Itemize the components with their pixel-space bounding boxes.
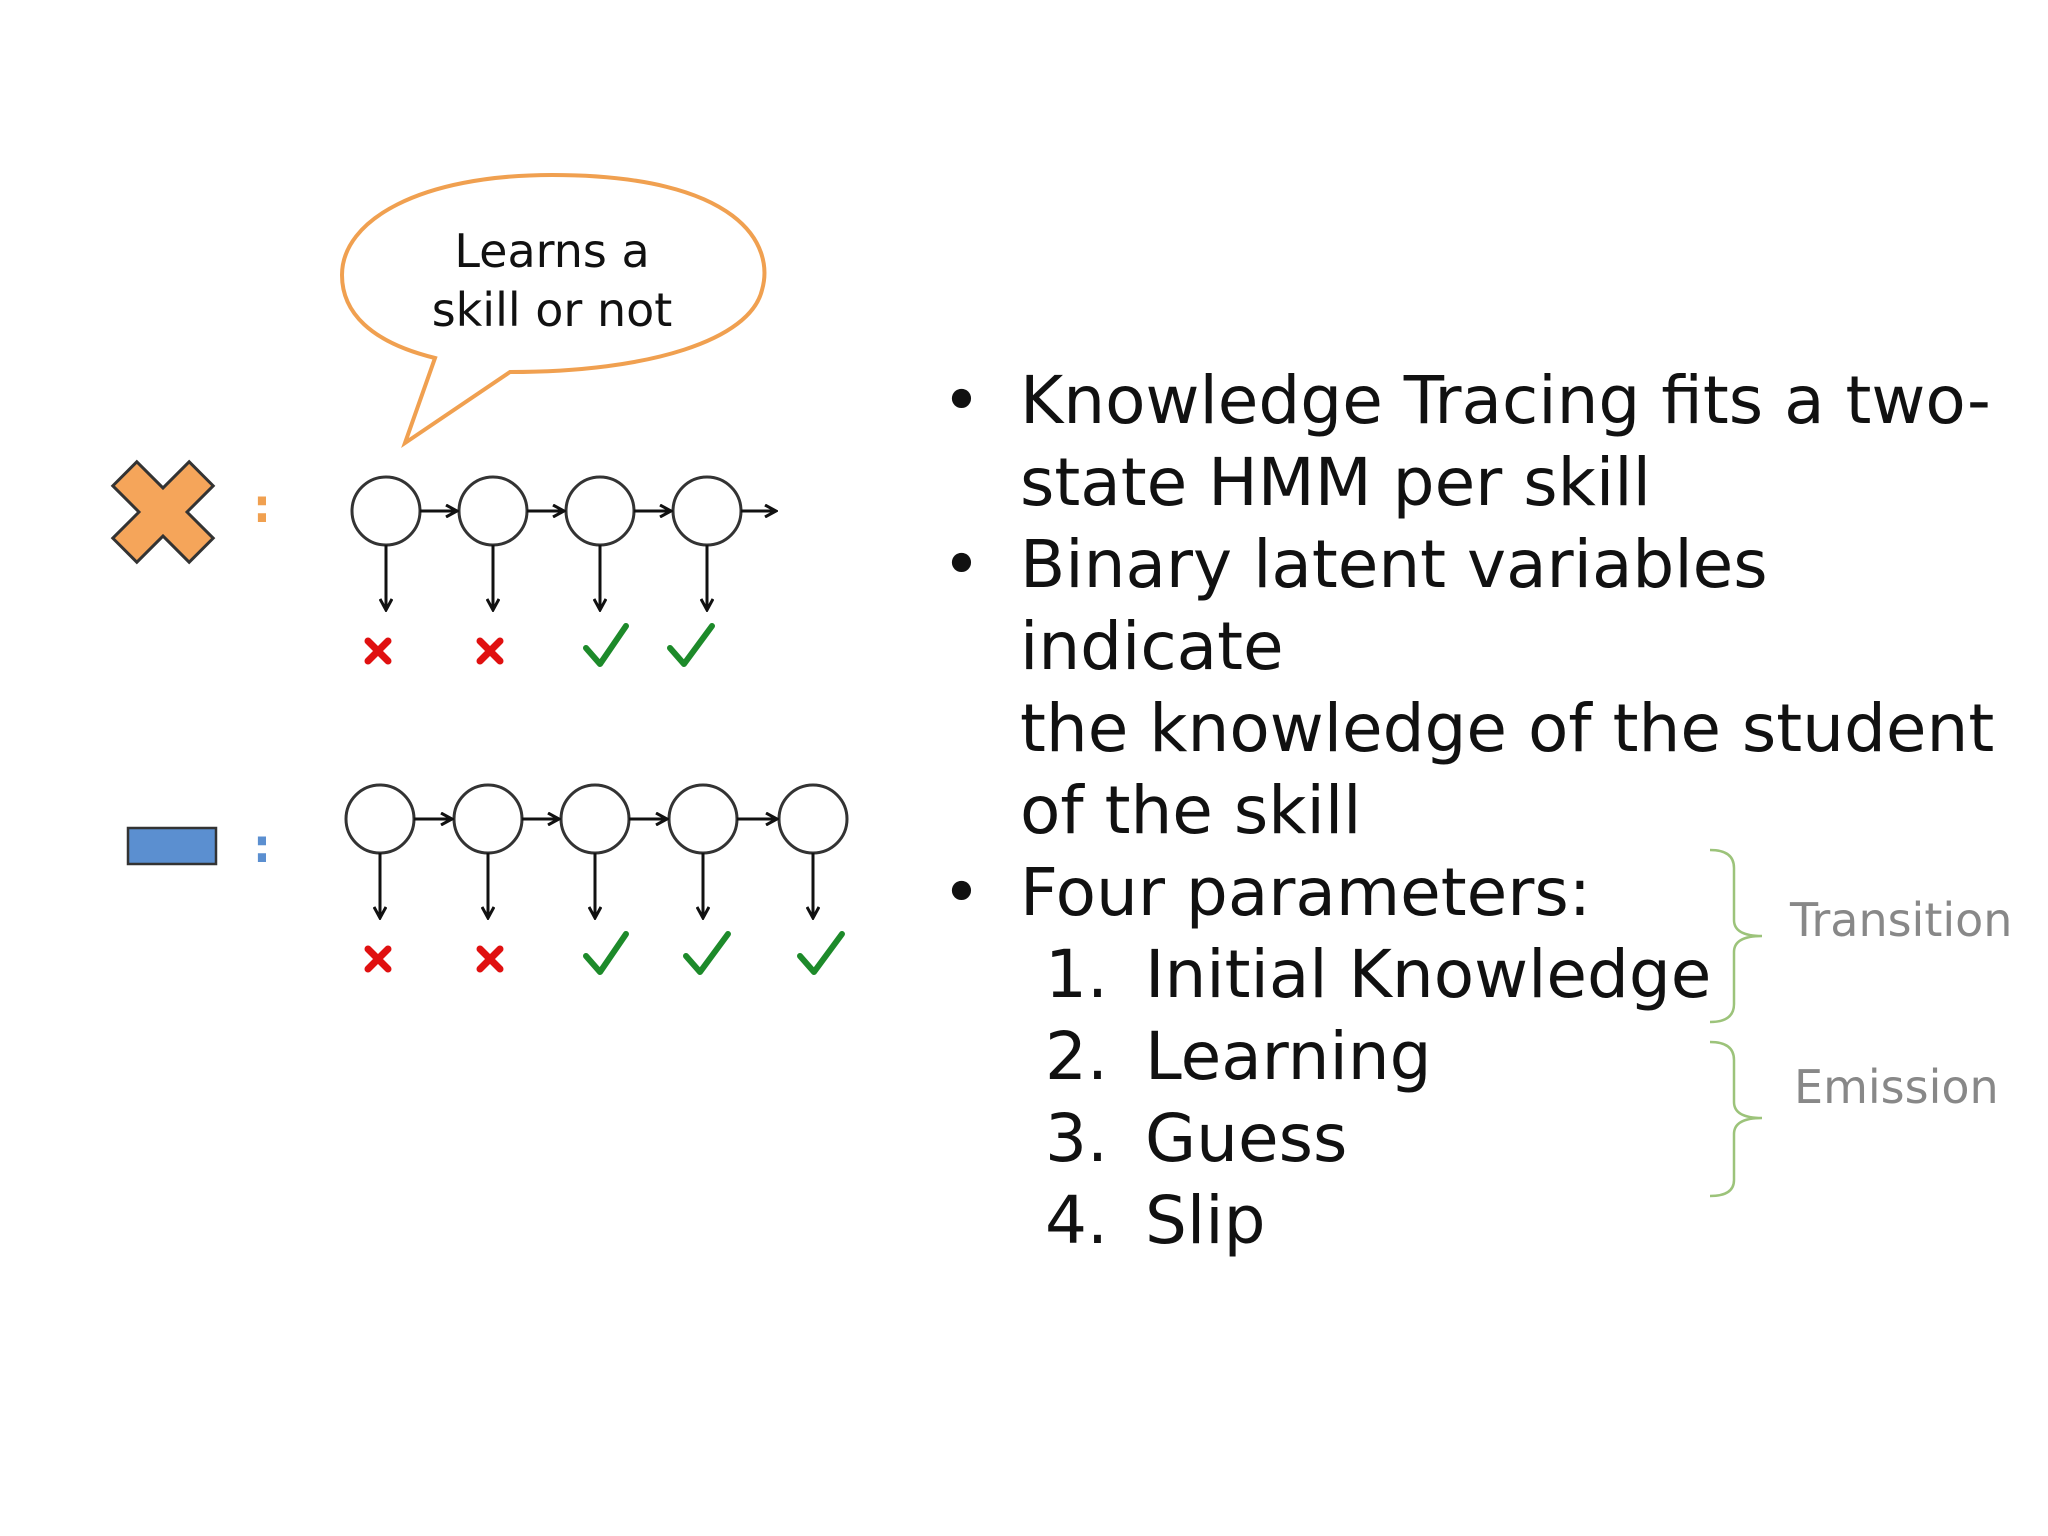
speech-bubble-outline xyxy=(339,172,767,449)
correct-check-icon xyxy=(667,623,715,667)
bullet-marker: • xyxy=(942,854,981,931)
parameter-label: Guess xyxy=(1145,1100,1348,1177)
incorrect-x-icon xyxy=(476,945,504,973)
hidden-state-node xyxy=(344,783,416,855)
hidden-state-node xyxy=(350,475,422,547)
speech-bubble: Learns a skill or not xyxy=(339,172,767,449)
bullet-marker: • xyxy=(942,526,981,603)
parameter-label: Learning xyxy=(1145,1018,1432,1095)
correct-check-icon xyxy=(583,623,629,667)
incorrect-x-icon xyxy=(476,637,504,665)
emission-label: Emission xyxy=(1794,1060,1999,1114)
hidden-state-node xyxy=(564,475,636,547)
callout-line-1: Learns a xyxy=(454,224,649,278)
emission-brace xyxy=(1709,1040,1763,1198)
incorrect-x-icon xyxy=(364,945,392,973)
orange-skill-chain xyxy=(350,475,776,667)
parameter-item: 3. Guess xyxy=(1045,1098,2010,1180)
parameter-number: 2. xyxy=(1045,1018,1108,1095)
correct-check-icon xyxy=(797,931,845,975)
hidden-state-node xyxy=(559,783,631,855)
bullet-item: • Four parameters: xyxy=(930,852,2010,934)
parameter-item: 4. Slip xyxy=(1045,1180,2010,1262)
bullet-list: • Knowledge Tracing fits a two- state HM… xyxy=(930,360,2010,1262)
parameter-label: Initial Knowledge xyxy=(1145,936,1712,1013)
transition-label: Transition xyxy=(1789,893,2012,947)
blue-skill-chain xyxy=(344,783,849,975)
bullet-marker: • xyxy=(942,362,981,439)
hidden-state-node xyxy=(777,783,849,855)
bullet-item: • Knowledge Tracing fits a two- state HM… xyxy=(930,360,2010,524)
bullet-text-line: state HMM per skill xyxy=(1020,444,1651,521)
bullet-item: • Binary latent variables indicate the k… xyxy=(930,524,2010,852)
bullet-text-line: the knowledge of the student xyxy=(1020,690,1995,767)
orange-x-shape-icon xyxy=(110,459,216,565)
bullet-text-line: Four parameters: xyxy=(1020,854,1591,931)
bullet-text-line: Knowledge Tracing fits a two- xyxy=(1020,362,1991,439)
hidden-state-node xyxy=(452,783,524,855)
parameter-number: 1. xyxy=(1045,936,1108,1013)
correct-check-icon xyxy=(583,931,629,975)
transition-brace xyxy=(1709,848,1763,1024)
parameter-label: Slip xyxy=(1145,1182,1266,1259)
blue-legend-colon: : xyxy=(253,819,271,873)
hidden-state-node xyxy=(457,475,529,547)
parameter-number: 4. xyxy=(1045,1182,1108,1259)
parameter-list: 1. Initial Knowledge 2. Learning 3. Gues… xyxy=(1045,934,2010,1262)
hidden-state-node xyxy=(671,475,743,547)
hidden-state-node xyxy=(667,783,739,855)
orange-legend-colon: : xyxy=(253,479,271,533)
bullet-text-line: Binary latent variables indicate xyxy=(1020,526,1768,685)
blue-rectangle-shape-icon xyxy=(126,826,218,866)
parameter-number: 3. xyxy=(1045,1100,1108,1177)
correct-check-icon xyxy=(683,931,731,975)
parameter-item: 1. Initial Knowledge xyxy=(1045,934,2010,1016)
callout-line-2: skill or not xyxy=(432,283,673,337)
parameter-item: 2. Learning xyxy=(1045,1016,2010,1098)
incorrect-x-icon xyxy=(364,637,392,665)
bullet-text-line: of the skill xyxy=(1020,772,1362,849)
